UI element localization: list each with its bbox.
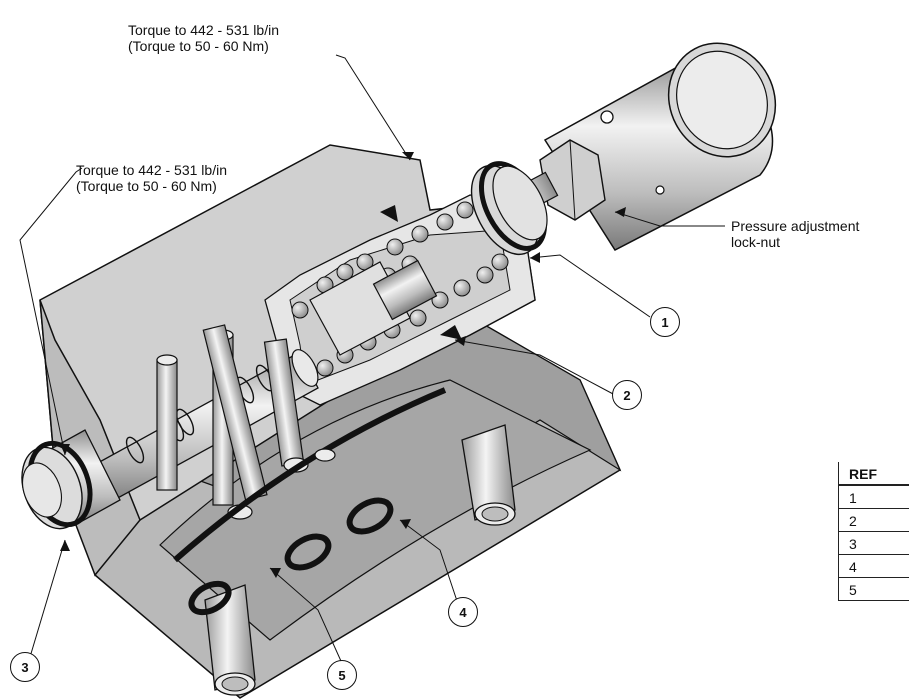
adjustment-cap bbox=[543, 42, 777, 251]
lock-nut bbox=[539, 139, 606, 221]
torque-top-line1: Torque to 442 - 531 lb/in bbox=[128, 22, 279, 38]
face-seals bbox=[173, 387, 447, 616]
seal-ring-1 bbox=[470, 161, 548, 256]
callout-1: 1 bbox=[650, 307, 680, 337]
end-plug bbox=[21, 429, 121, 530]
ref-row: 3 bbox=[838, 531, 909, 555]
spring bbox=[291, 201, 509, 377]
torque-left-label: Torque to 442 - 531 lb/in(Torque to 50 -… bbox=[76, 162, 227, 194]
callout-4: 4 bbox=[448, 597, 478, 627]
torque-left-line2: (Torque to 50 - 60 Nm) bbox=[76, 178, 217, 194]
callout-5: 5 bbox=[327, 660, 357, 690]
reference-table: REF 1 2 3 4 5 bbox=[838, 462, 909, 601]
pressure-line2: lock-nut bbox=[731, 234, 781, 250]
torque-left-line1: Torque to 442 - 531 lb/in bbox=[76, 162, 227, 178]
callout-2: 2 bbox=[612, 380, 642, 410]
callout-3: 3 bbox=[10, 652, 40, 682]
ref-header: REF bbox=[838, 462, 909, 486]
torque-top-label: Torque to 442 - 531 lb/in(Torque to 50 -… bbox=[128, 22, 279, 54]
pressure-line1: Pressure adjustment bbox=[731, 218, 860, 234]
poppet bbox=[309, 259, 438, 356]
ref-row: 2 bbox=[838, 508, 909, 532]
leader-lines bbox=[19, 54, 725, 671]
torque-top-line2: (Torque to 50 - 60 Nm) bbox=[128, 38, 269, 54]
passages bbox=[156, 324, 309, 520]
ref-row: 1 bbox=[838, 485, 909, 509]
ref-row: 5 bbox=[838, 577, 909, 601]
ref-row: 4 bbox=[838, 554, 909, 578]
pipe-stubs bbox=[204, 424, 516, 696]
